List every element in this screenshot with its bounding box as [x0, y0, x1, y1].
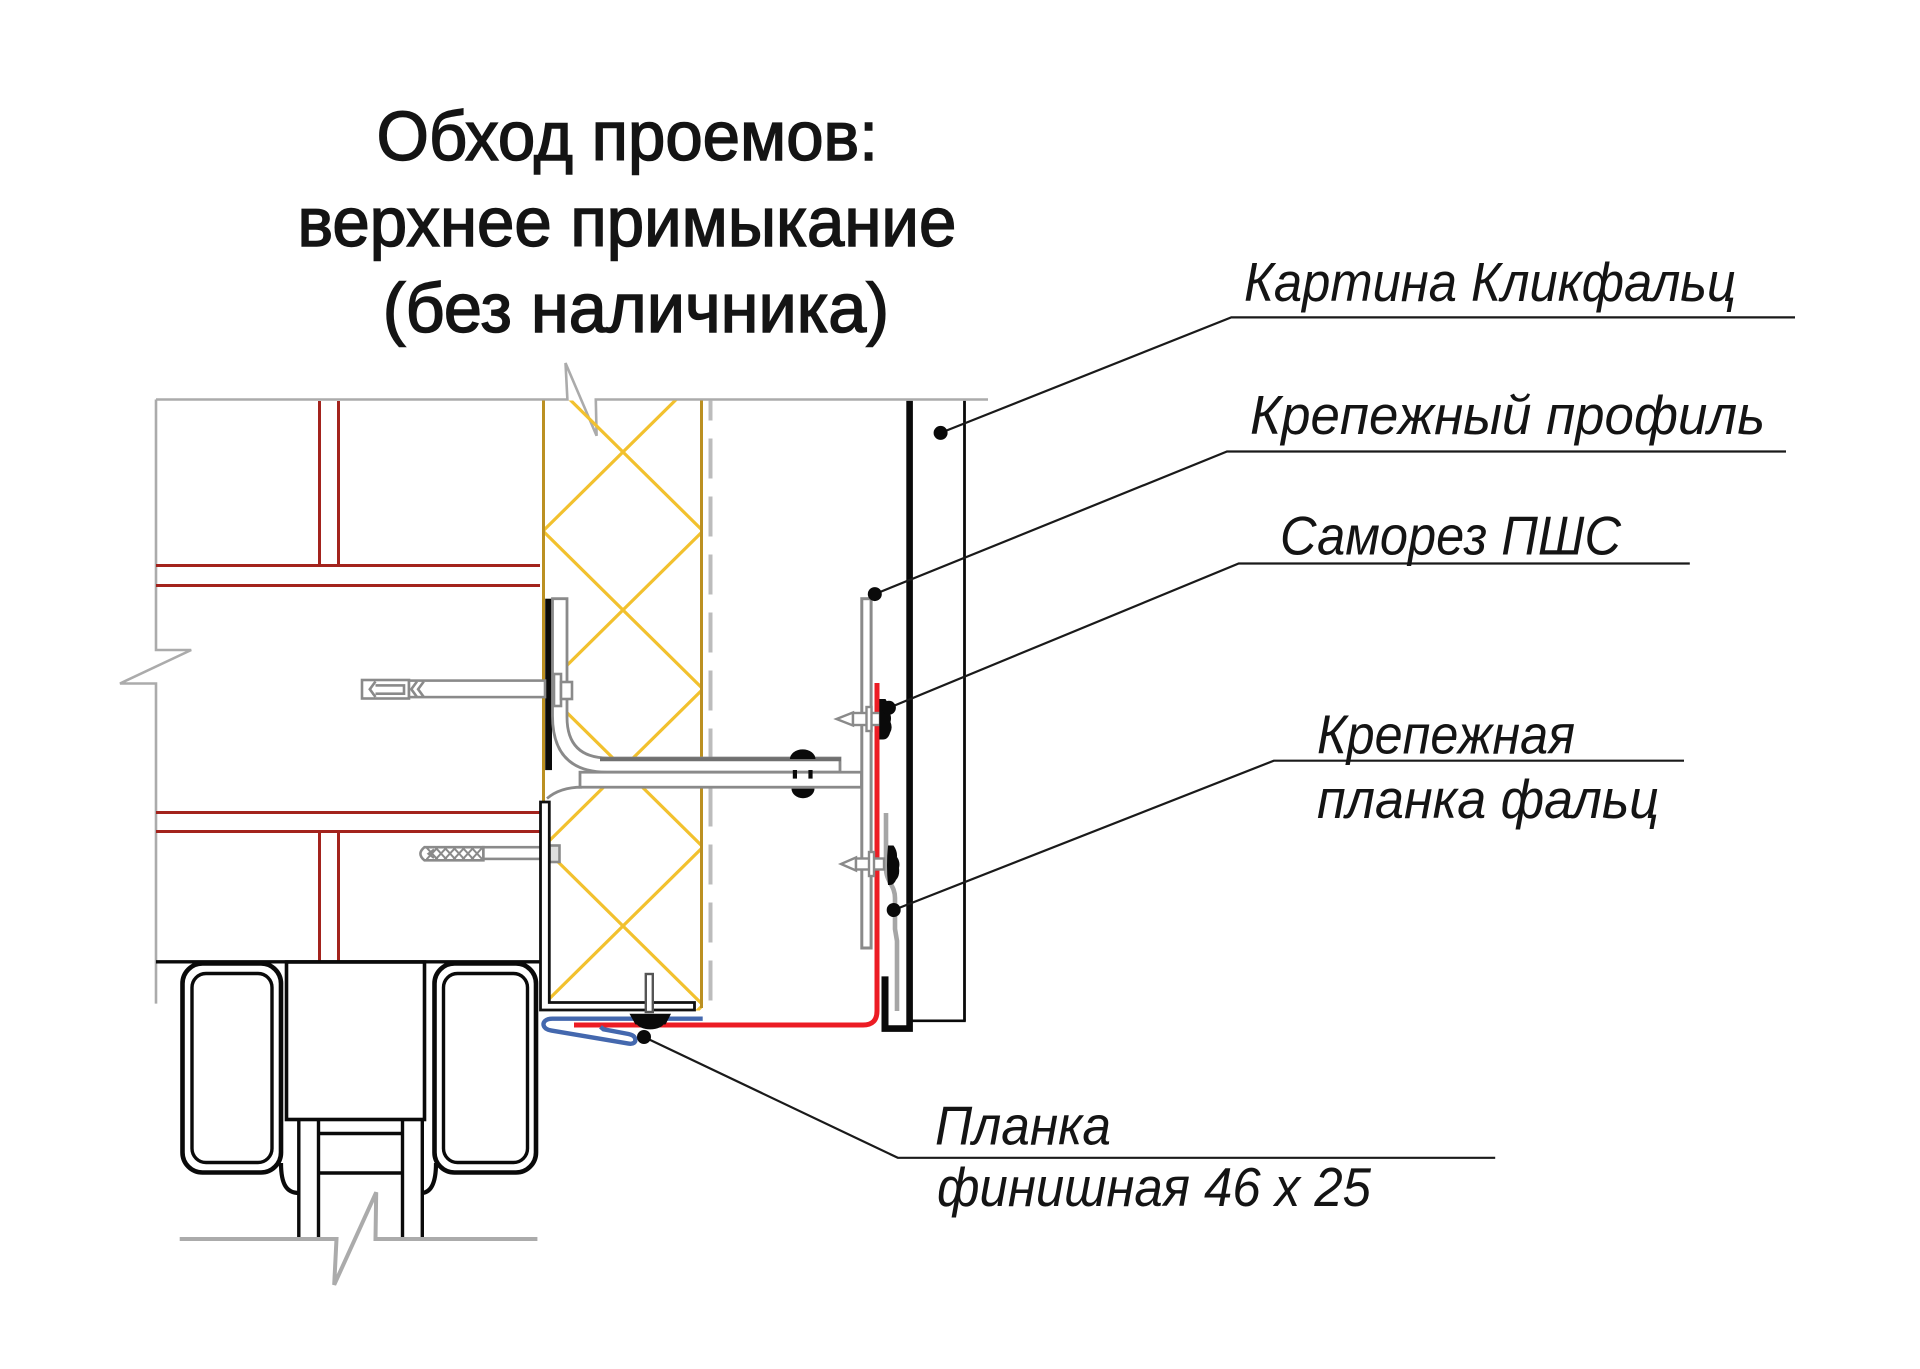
svg-text:Крепежный профиль: Крепежный профиль: [1250, 384, 1765, 446]
svg-text:Картина Кликфальц: Картина Кликфальц: [1244, 251, 1736, 313]
svg-text:Планка: Планка: [935, 1095, 1111, 1157]
svg-text:финишная 46 х 25: финишная 46 х 25: [937, 1156, 1371, 1218]
svg-text:планка фальц: планка фальц: [1317, 768, 1659, 830]
svg-text:Крепежная: Крепежная: [1317, 704, 1575, 766]
svg-text:(без наличника): (без наличника): [383, 269, 889, 347]
svg-text:Обход проемов:: Обход проемов:: [377, 97, 878, 175]
svg-text:верхнее примыкание: верхнее примыкание: [298, 183, 957, 261]
svg-text:Саморез ПШС: Саморез ПШС: [1280, 505, 1622, 567]
